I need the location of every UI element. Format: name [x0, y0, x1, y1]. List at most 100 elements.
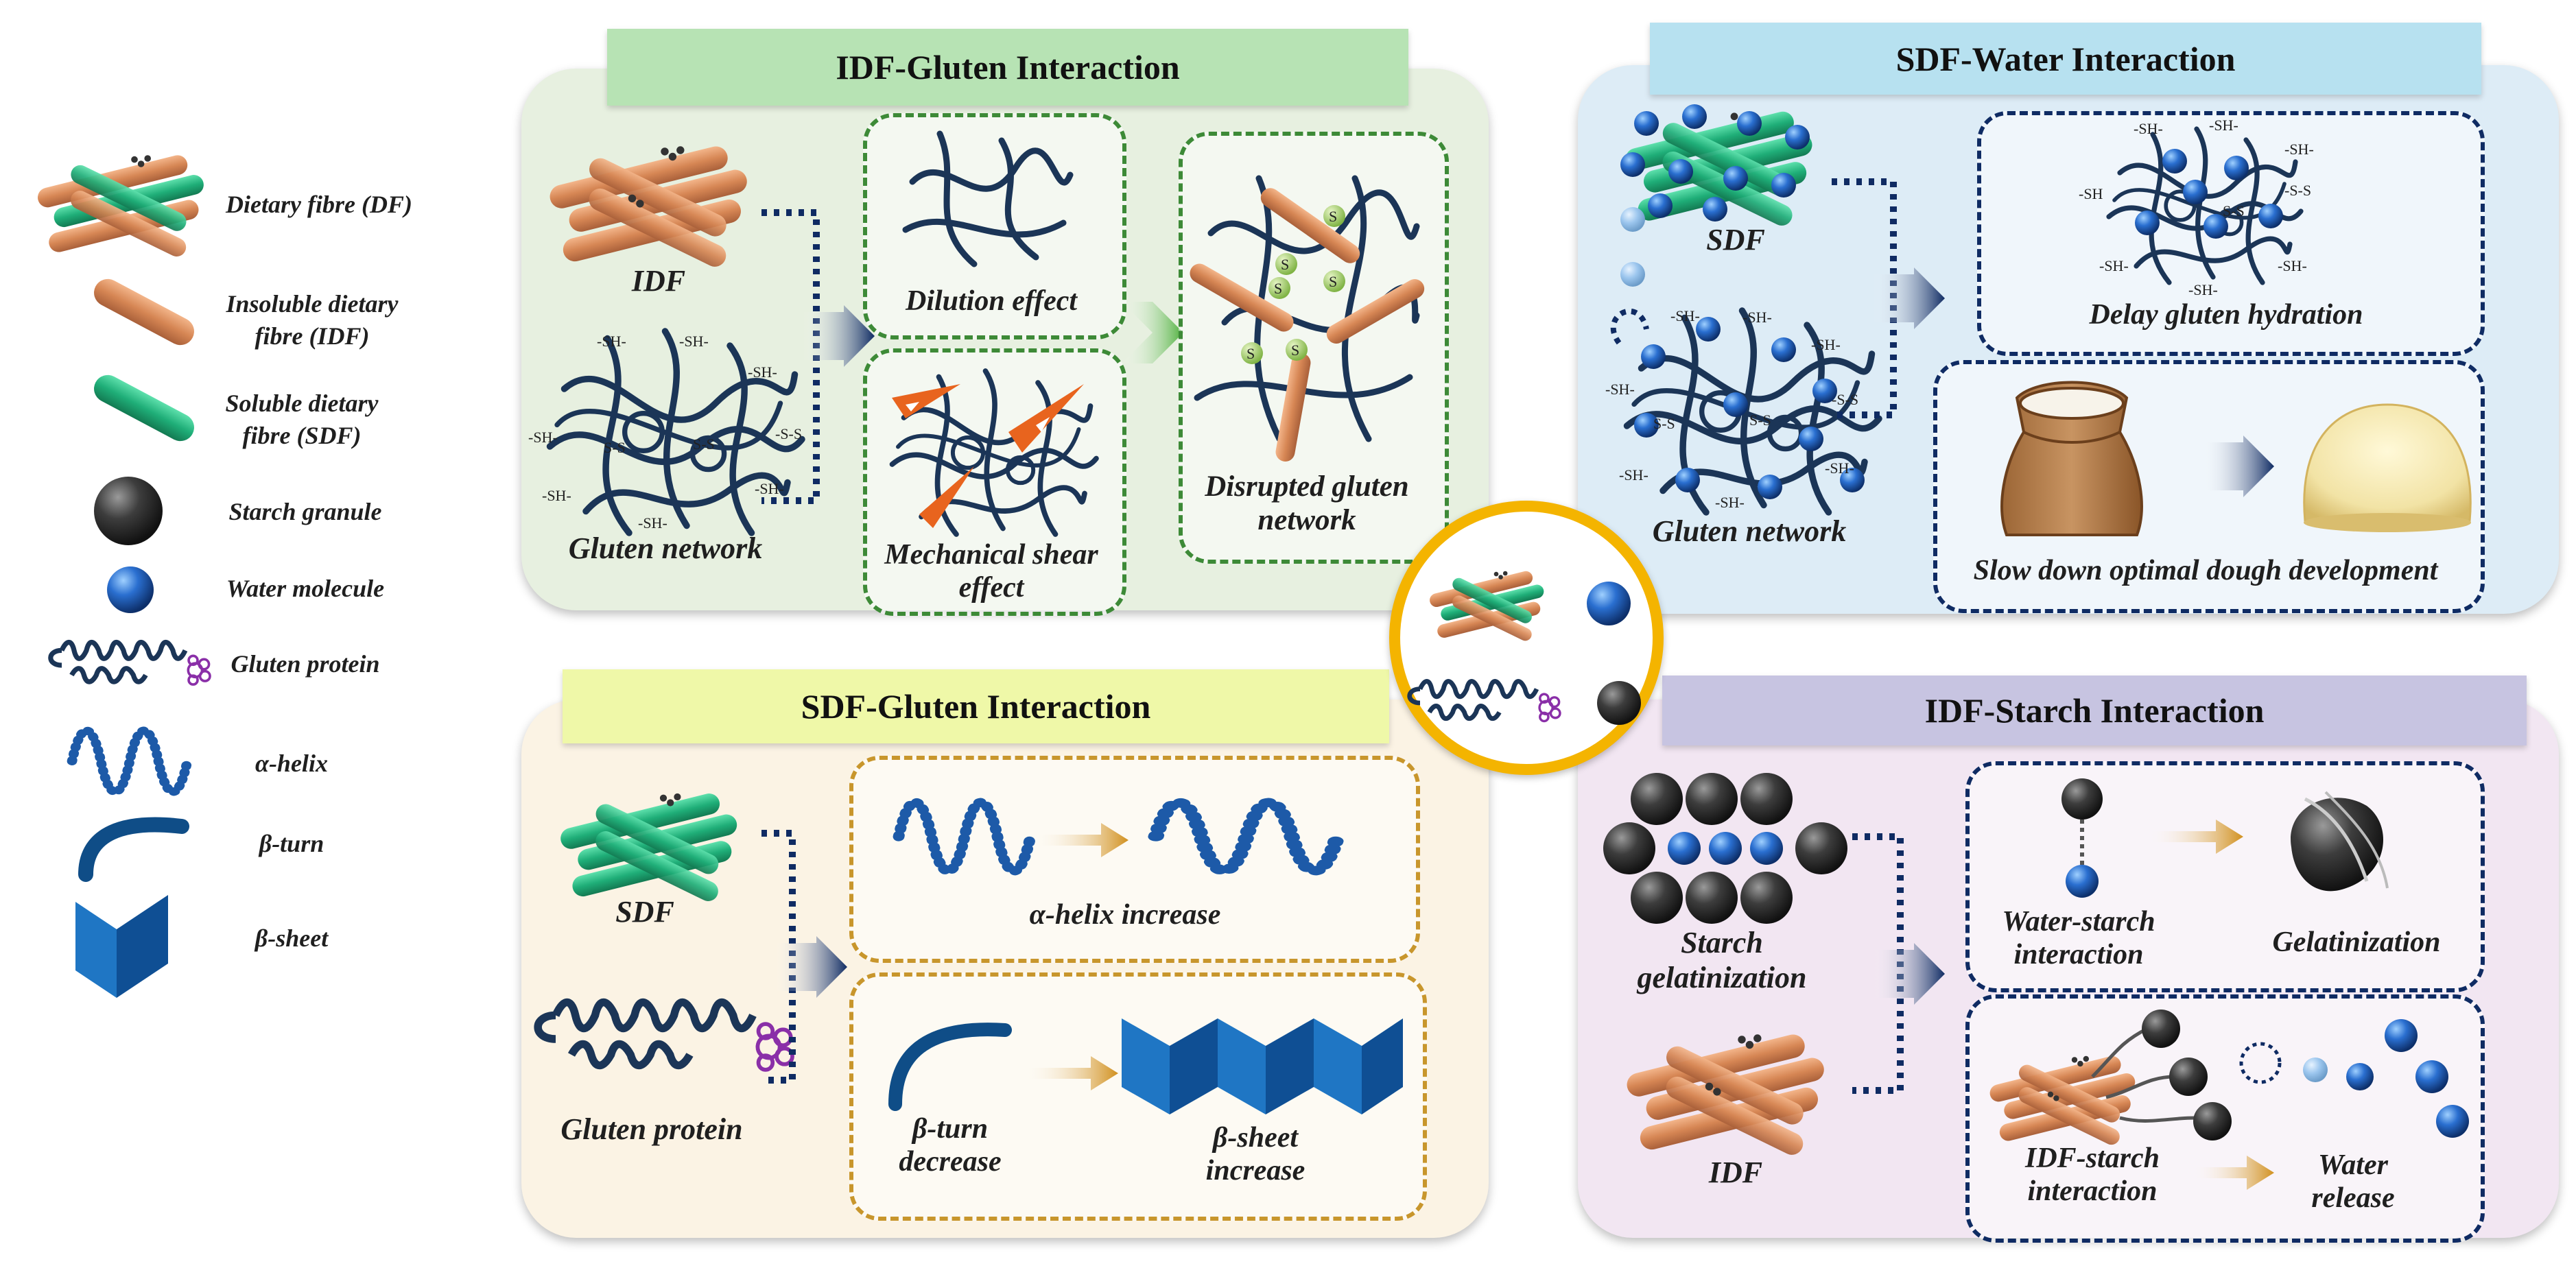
water-release-arrow: [2192, 1156, 2274, 1190]
svg-text:S: S: [1329, 273, 1337, 290]
svg-text:S-S: S-S: [1749, 411, 1771, 429]
legend-gluten-protein: Gluten protein: [231, 650, 380, 678]
gluten-network-icon: -SH--SH- -SH--SH- -S-SS-S S-S-SH- -SH--S…: [528, 322, 816, 542]
svg-text:-SH-: -SH-: [755, 480, 784, 497]
svg-text:-SH-: -SH-: [2278, 257, 2307, 274]
alpha-helix-after-icon: [1142, 785, 1362, 888]
svg-text:S: S: [1274, 280, 1282, 297]
center-starch-icon: [1597, 681, 1641, 725]
legend-alpha-helix: α-helix: [255, 750, 328, 777]
sdf-gluten-title: SDF-Gluten Interaction: [563, 669, 1389, 743]
svg-text:-SH-: -SH-: [542, 487, 571, 504]
svg-text:-SH-: -SH-: [597, 333, 626, 350]
legend-idf: Insoluble dietary fibre (IDF): [226, 290, 399, 350]
starch-gel-label: Starch gelatinization: [1637, 926, 1807, 994]
idf-starch-bundle-icon: [1624, 1029, 1834, 1159]
green-chevron-arrow: [1122, 302, 1183, 363]
sdf-gluten-arrow: [775, 936, 847, 998]
idf-gluten-title: IDF-Gluten Interaction: [607, 29, 1408, 106]
alpha-increase-label: α-helix increase: [1029, 899, 1221, 931]
water-release-label: Water release: [2311, 1149, 2395, 1215]
dilution-label: Dilution effect: [905, 285, 1078, 317]
water-starch-icon: [2061, 778, 2103, 898]
beta-turn-decrease-label: β-turn decrease: [899, 1113, 1002, 1178]
center-fibre-icon: [1428, 568, 1550, 643]
svg-text:-SH-: -SH-: [1811, 336, 1841, 353]
legend-water: Water molecule: [226, 575, 385, 602]
beta-sheet-increase-label: β-sheet increase: [1205, 1122, 1305, 1187]
sdf-water-title: SDF-Water Interaction: [1650, 23, 2481, 95]
svg-text:-SH-: -SH-: [679, 333, 709, 350]
alpha-helix-before-icon: [885, 785, 1050, 888]
gelatinization-arrow: [2147, 820, 2243, 854]
starch-granules-icon: [1603, 773, 1847, 924]
svg-text:-SH-: -SH-: [1605, 381, 1635, 398]
center-gluten-icon: [1410, 669, 1595, 744]
svg-text:-SH-: -SH-: [2188, 281, 2218, 298]
alpha-arrow: [1032, 823, 1129, 857]
svg-text:-SH-: -SH-: [638, 514, 667, 532]
svg-text:-SH-: -SH-: [528, 429, 558, 446]
dilution-network-icon: [902, 130, 1074, 267]
idf-gluten-arrow: [803, 305, 875, 367]
svg-text:S: S: [1246, 345, 1255, 362]
idf-bundle-icon: [547, 141, 757, 271]
svg-text:-SH-: -SH-: [2284, 141, 2314, 158]
starch-granule-icon: [94, 477, 163, 545]
idf-starch-title: IDF-Starch Interaction: [1662, 676, 2527, 745]
released-water-icons: [2303, 1019, 2469, 1138]
legend-starch: Starch granule: [228, 498, 382, 525]
svg-text:-SH-: -SH-: [2209, 117, 2238, 134]
idf-fibre-icon: [94, 278, 194, 346]
beta-arrow: [1022, 1056, 1118, 1090]
sdf-water-gluten-network-label: Gluten network: [1652, 514, 1847, 548]
delay-network-icon: -SH--SH- -SH--SH -S-SS-S -SH--SH- -SH-: [2079, 117, 2314, 298]
delay-label: Delay gluten hydration: [2089, 299, 2363, 331]
idf-starch-int-icon: [1987, 1010, 2282, 1148]
svg-text:-SH-: -SH-: [1742, 309, 1772, 326]
slow-label: Slow down optimal dough development: [1973, 555, 2438, 586]
beta-turn-before-icon: [888, 1023, 1012, 1111]
water-molecule-icon: [107, 566, 154, 613]
svg-text:-SH-: -SH-: [1715, 494, 1745, 511]
sdf-gluten-sdf-label: SDF: [615, 895, 674, 929]
svg-text:-SH-: -SH-: [2099, 257, 2129, 274]
legend-dietary-fibre: Dietary fibre (DF): [226, 191, 412, 218]
disrupted-network-icon: S S S S S S: [1190, 175, 1425, 462]
svg-text:-S-S: -S-S: [2284, 182, 2311, 199]
svg-text:-SH-: -SH-: [1619, 466, 1649, 483]
sdf-gluten-protein-label: Gluten protein: [560, 1112, 743, 1146]
beta-turn-icon: [78, 817, 189, 882]
svg-text:-SH-: -SH-: [1825, 459, 1854, 477]
legend-sdf: Soluble dietary fibre (SDF): [225, 390, 379, 449]
free-water-icons: [1620, 207, 1645, 287]
svg-text:S: S: [1291, 342, 1299, 359]
svg-text:-SH: -SH: [2079, 185, 2103, 202]
shear-label: Mechanical shear effect: [884, 539, 1098, 604]
shear-network-icon: [878, 363, 1104, 542]
svg-text:S-S: S-S: [1653, 415, 1675, 432]
svg-text:S-S: S-S: [2223, 202, 2245, 219]
water-starch-box: [1965, 761, 2485, 992]
alpha-helix-icon: [62, 720, 199, 802]
disrupted-box: [1179, 132, 1449, 564]
dough-icon: [2303, 403, 2472, 532]
center-water-icon: [1587, 582, 1631, 625]
svg-text:-SH-: -SH-: [748, 363, 777, 381]
svg-text:S: S: [1329, 208, 1337, 225]
beta-sheet-after-icon: [1122, 1018, 1403, 1114]
svg-text:-SH-: -SH-: [1670, 307, 1700, 324]
svg-text:-S-S: -S-S: [775, 425, 802, 442]
sdf-fibre-icon: [94, 374, 194, 442]
gelatinized-granule-icon: [2291, 791, 2389, 892]
legend-beta-turn: β-turn: [259, 830, 324, 857]
sdf-water-bundle-icon: [1620, 104, 1821, 230]
sdf-gluten-connector: [761, 830, 796, 1084]
water-starch-label: Water-starch interaction: [2002, 906, 2155, 971]
svg-text:S-S: S-S: [693, 435, 715, 453]
sdf-water-gluten-network-icon: -SH--SH- -SH--SH- -S-SS-S S-S-SH- -SH--S…: [1605, 307, 1893, 521]
idf-starch-int-label: IDF-starch interaction: [2024, 1143, 2160, 1208]
dietary-fibre-icon: [35, 150, 212, 260]
sdf-water-arrow: [1873, 267, 1945, 329]
slow-arrow: [2202, 435, 2274, 497]
